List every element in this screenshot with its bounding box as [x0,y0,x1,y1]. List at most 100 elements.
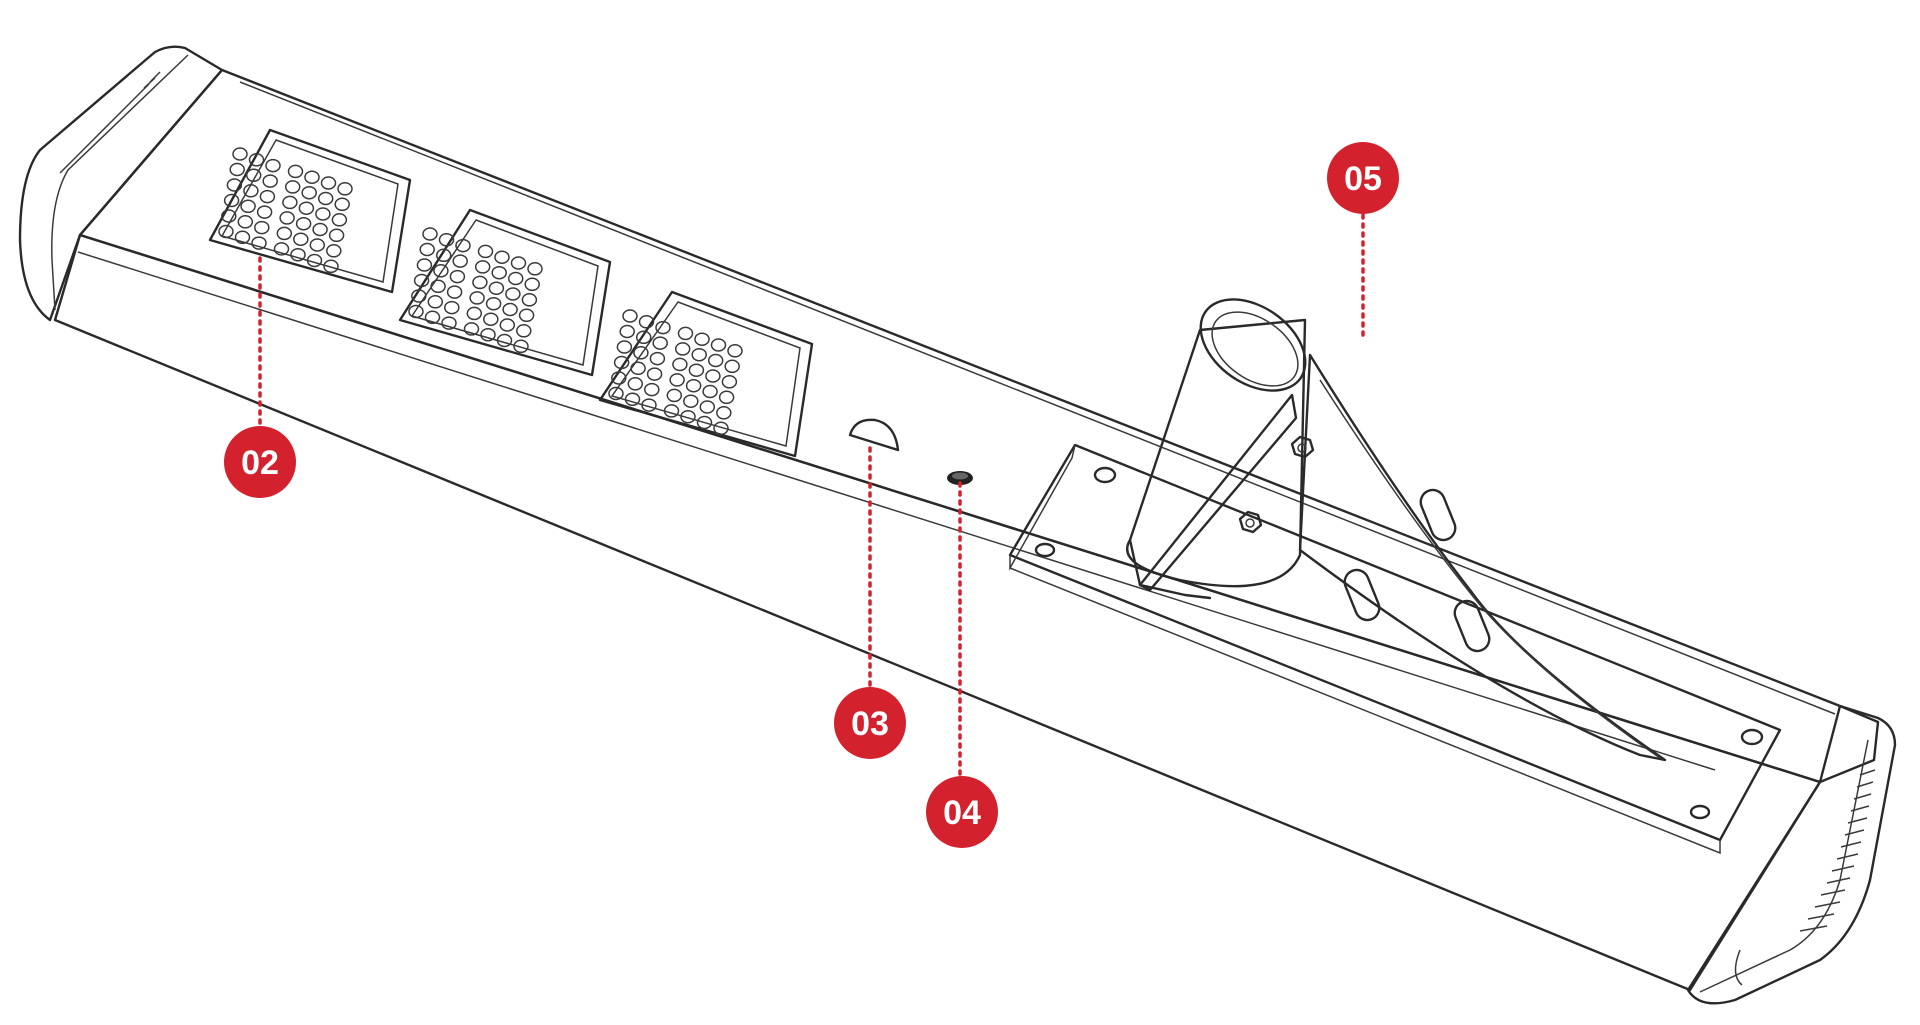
led-chip [284,180,301,194]
led-chip [488,281,505,295]
led-chip [232,147,248,161]
led-chip [622,309,638,323]
led-chip [688,363,705,377]
led-chip [243,184,259,198]
led-chip [452,254,468,268]
led-modules [208,128,814,458]
led-chip [449,269,466,284]
led-chip [646,367,663,381]
callout-leaders [258,213,1365,777]
pole-tube-side [1128,538,1212,600]
led-chip [718,390,735,405]
led-chip [474,260,491,274]
right-cap-foot [1734,949,1743,986]
mounting-slots [1343,488,1491,653]
led-chip [616,340,633,354]
led-chip [331,213,348,227]
led-chip [416,258,433,272]
led-chip [627,377,644,391]
led-chip [433,264,449,278]
led-chip [287,164,304,179]
led-chip [619,324,635,339]
led-chip [218,224,234,239]
led-chip [304,170,320,184]
led-chip [510,256,527,270]
tube-bolts [1238,435,1315,534]
led-chip [293,232,309,246]
led-chip [441,316,457,330]
led-chip [721,375,738,389]
led-chip [315,207,331,221]
callout-02-label: 02 [241,444,279,482]
led-chip [463,322,480,336]
switch-button [947,471,973,485]
housing-top-face [78,68,1880,784]
led-chip [248,153,265,167]
led-chip [334,197,350,212]
callout-03-label: 03 [851,705,889,743]
led-module-2 [398,208,612,377]
led-chip [223,193,240,208]
led-chip [422,227,438,241]
led-chip [298,201,315,215]
led-chip [245,168,262,183]
led-chip [641,398,657,412]
led-chip [221,209,237,223]
led-chip [683,394,699,408]
led-chip [502,302,518,317]
led-chip [323,259,339,274]
led-chip [702,384,718,399]
led-chip [408,304,424,319]
led-chip [633,346,649,360]
led-chip [696,415,713,430]
led-chip [254,220,270,235]
led-chip [491,265,507,280]
led-chip [282,195,298,210]
led-chip [699,400,716,414]
led-chip [635,330,652,345]
led-chip [727,344,743,358]
led-chip [312,222,328,237]
led-chip [630,361,646,376]
led-chip [505,287,521,301]
led-chip [685,378,702,393]
led-chip [674,342,691,356]
led-chip [483,312,499,326]
led-chip [677,326,694,341]
led-chip [466,306,483,321]
callout-02-badge [224,426,296,498]
led-chip [513,339,529,354]
led-chip [444,300,460,315]
led-chip [229,162,245,177]
callout-05-badge [1327,142,1399,214]
right-vent-grille [1799,769,1876,932]
led-chip [707,353,724,368]
callout-02: 02 [224,426,296,498]
callout-04-label: 04 [943,794,981,832]
led-chip [237,215,254,229]
led-chip [276,226,293,241]
led-chip [320,176,337,190]
right-end-cap [1686,704,1897,1005]
led-chip [234,230,251,245]
housing-front-edge [77,251,1716,771]
left-end-cap-bevel [51,54,189,311]
bracket-base-plate [1008,443,1782,842]
led-chip [424,310,441,325]
left-end-cap [18,45,224,322]
led-chip [485,296,502,311]
led-chip [251,236,267,250]
bracket-left-brace [1138,393,1298,592]
led-chip [273,242,290,256]
led-chip [427,295,444,309]
led-chip [328,228,345,243]
led-chip [705,369,721,383]
led-chip [496,333,513,348]
led-chip [430,279,446,294]
led-chip [649,351,666,366]
led-chip [326,244,342,258]
led-chip [663,404,680,418]
led-chip [494,250,510,264]
led-chip [480,327,496,342]
